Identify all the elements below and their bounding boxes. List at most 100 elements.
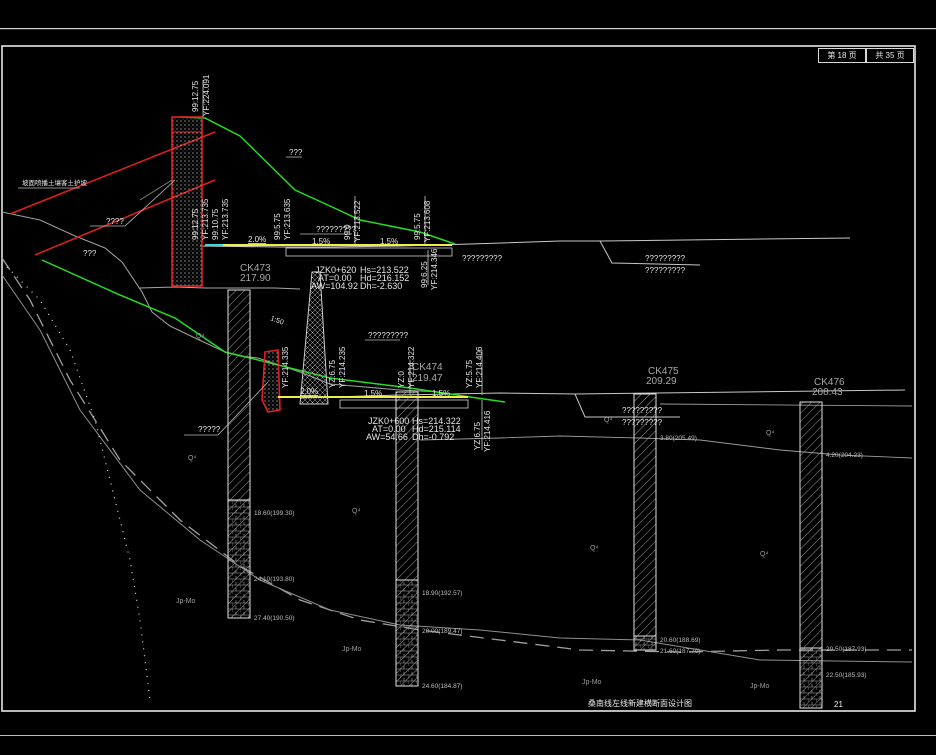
rock-mark-1: Jp-Mo [176,598,196,605]
elev-575-b: 99:5.75 [413,213,422,240]
q-mark-2: Q⁴ [352,508,360,515]
stratum-line-dotted [1,261,151,701]
lower-elev-b2: YZ:6.75 [328,359,337,388]
lower-elev-e2: YF:214.416 [483,410,492,452]
anno-right3: ????????? [645,266,686,275]
outer-frame-line-top [0,28,936,30]
elev-b2: YF:213.735 [201,198,210,240]
depth-2b: 20.00(189.47) [422,628,462,635]
bore-4-elev: 208.43 [812,387,843,398]
page-total: 共 35 页 [875,51,905,60]
grade-15b: 1.5% [380,237,398,246]
cyan-drain [205,244,223,246]
slope-label: ??? [289,148,303,157]
elev-575-a2: YF:213.635 [283,198,292,240]
jz1-dh: Dh=-2.630 [360,281,402,291]
anno-right1: ????????? [462,254,503,263]
bore-3-elev: 209.29 [646,376,677,387]
lower-elev-c: YZ:0 [397,371,406,388]
lower-elev-e: YZ:6.75 [473,421,482,450]
bore-2: CK474 [412,362,443,373]
elev-625: 99:6.25 [420,261,429,288]
borehole-ck475-lower [633,635,657,651]
borehole-ck474-lower [395,579,419,687]
lower-elev-d2: YF:214.406 [475,346,484,388]
elev-q12: YF:213.522 [353,200,362,242]
grade-15c: 1.5% [364,389,382,398]
elev-q1: 99:0 [343,224,352,240]
depth-4c: 22.50(185.93) [826,672,866,679]
drawing-title: 桑南线左线新建横断面设计图 [588,698,692,708]
jz2-at: AT=0.00 [372,424,406,434]
borehole-ck476-lower [799,647,823,709]
jz1-aw: AW=104.92 [311,281,358,291]
borehole-ck473-lower [227,499,251,619]
anno-road: ????????? [316,225,357,234]
jz1-at: AT=0.00 [318,273,352,283]
wall-lower: ????? [198,425,221,434]
surface-line-right [659,403,913,407]
rock-mark-2: Jp-Mo [342,646,362,653]
leader-wall [90,179,176,227]
elev-top: 99:12.75 [191,80,200,112]
drawing-border [1,45,916,712]
surface-line-extension [599,237,851,242]
depth-4b: 20.50(187.93) [826,646,866,653]
jz1-hd: Hd=216.152 [360,273,409,283]
bore-3: CK475 [648,366,679,377]
jz1-hs: Hs=213.522 [360,265,409,275]
lower-elev-a: YF:214.335 [281,346,290,388]
page-current-box: 第 18 页 [818,48,866,63]
bore-1-elev: 217.90 [240,273,271,284]
sheet-number: 21 [834,700,843,709]
surface-line-lower-ext [574,389,906,395]
anno-mid1: ????????? [622,406,663,415]
green-slope-upper [179,116,456,245]
depth-4a: 4.20(204.23) [826,452,863,459]
retaining-wall-upper [171,116,203,287]
leader-grey [139,179,173,201]
q-mark-5: Q⁴ [604,417,612,424]
q-mark-4: Q⁴ [760,551,768,558]
bore-1: CK473 [240,263,271,274]
pavement-upper [222,244,452,246]
jz2-aw: AW=54.66 [366,432,408,442]
outer-frame-line-bottom [0,735,936,736]
jz2-hs: Hs=214.322 [412,416,461,426]
page-current: 第 18 页 [827,51,857,60]
bore-2-elev: 219.47 [412,373,443,384]
pavement-lower [278,396,468,398]
depth-1b: 24.10(193.80) [254,576,294,583]
elev-575-a: 99:5.75 [273,213,282,240]
lower-elev-d: YZ:5.75 [465,359,474,388]
elev-575-b2: YF:213.608 [423,200,432,242]
jz2-hd: Hd=215.114 [412,424,461,434]
elev-b: 99:12.75 [191,208,200,240]
rock-mark-4: Jp-Mo [750,683,770,690]
borehole-ck475 [633,393,657,651]
grade-15d: 1.5% [432,389,450,398]
anno-mid2: ????????? [622,418,663,427]
stratum-line-solid [1,274,913,663]
lower-elev-c2: YF:214.322 [407,346,416,388]
depth-3a: 3.80(205.49) [660,435,697,442]
depth-2a: 18.90(192.57) [422,590,462,597]
surface-line-upper-road [199,240,701,266]
anno-lower: ??? [83,249,97,258]
rock-mark-3: Jp-Mo [582,679,602,686]
retaining-wall-lower [261,349,281,413]
pavement-upper-base [285,247,453,257]
wall-label: ???? [106,217,124,226]
grade-2: 2.0% [248,235,266,244]
jz2-dh: Dh=-0.792 [412,432,454,442]
elev-top-2: YF:224.091 [202,74,211,116]
jz1: JZK0+620 [315,265,356,275]
elev-a: 99:10.75 [211,208,220,240]
bore-4: CK476 [814,377,845,388]
lower-anno: ????????? [368,331,409,340]
surface-line-lower-road [299,392,680,418]
depth-1c: 27.40(190.50) [254,615,294,622]
q-mark-6: Q⁴ [766,430,774,437]
pile-foundation [299,271,329,405]
